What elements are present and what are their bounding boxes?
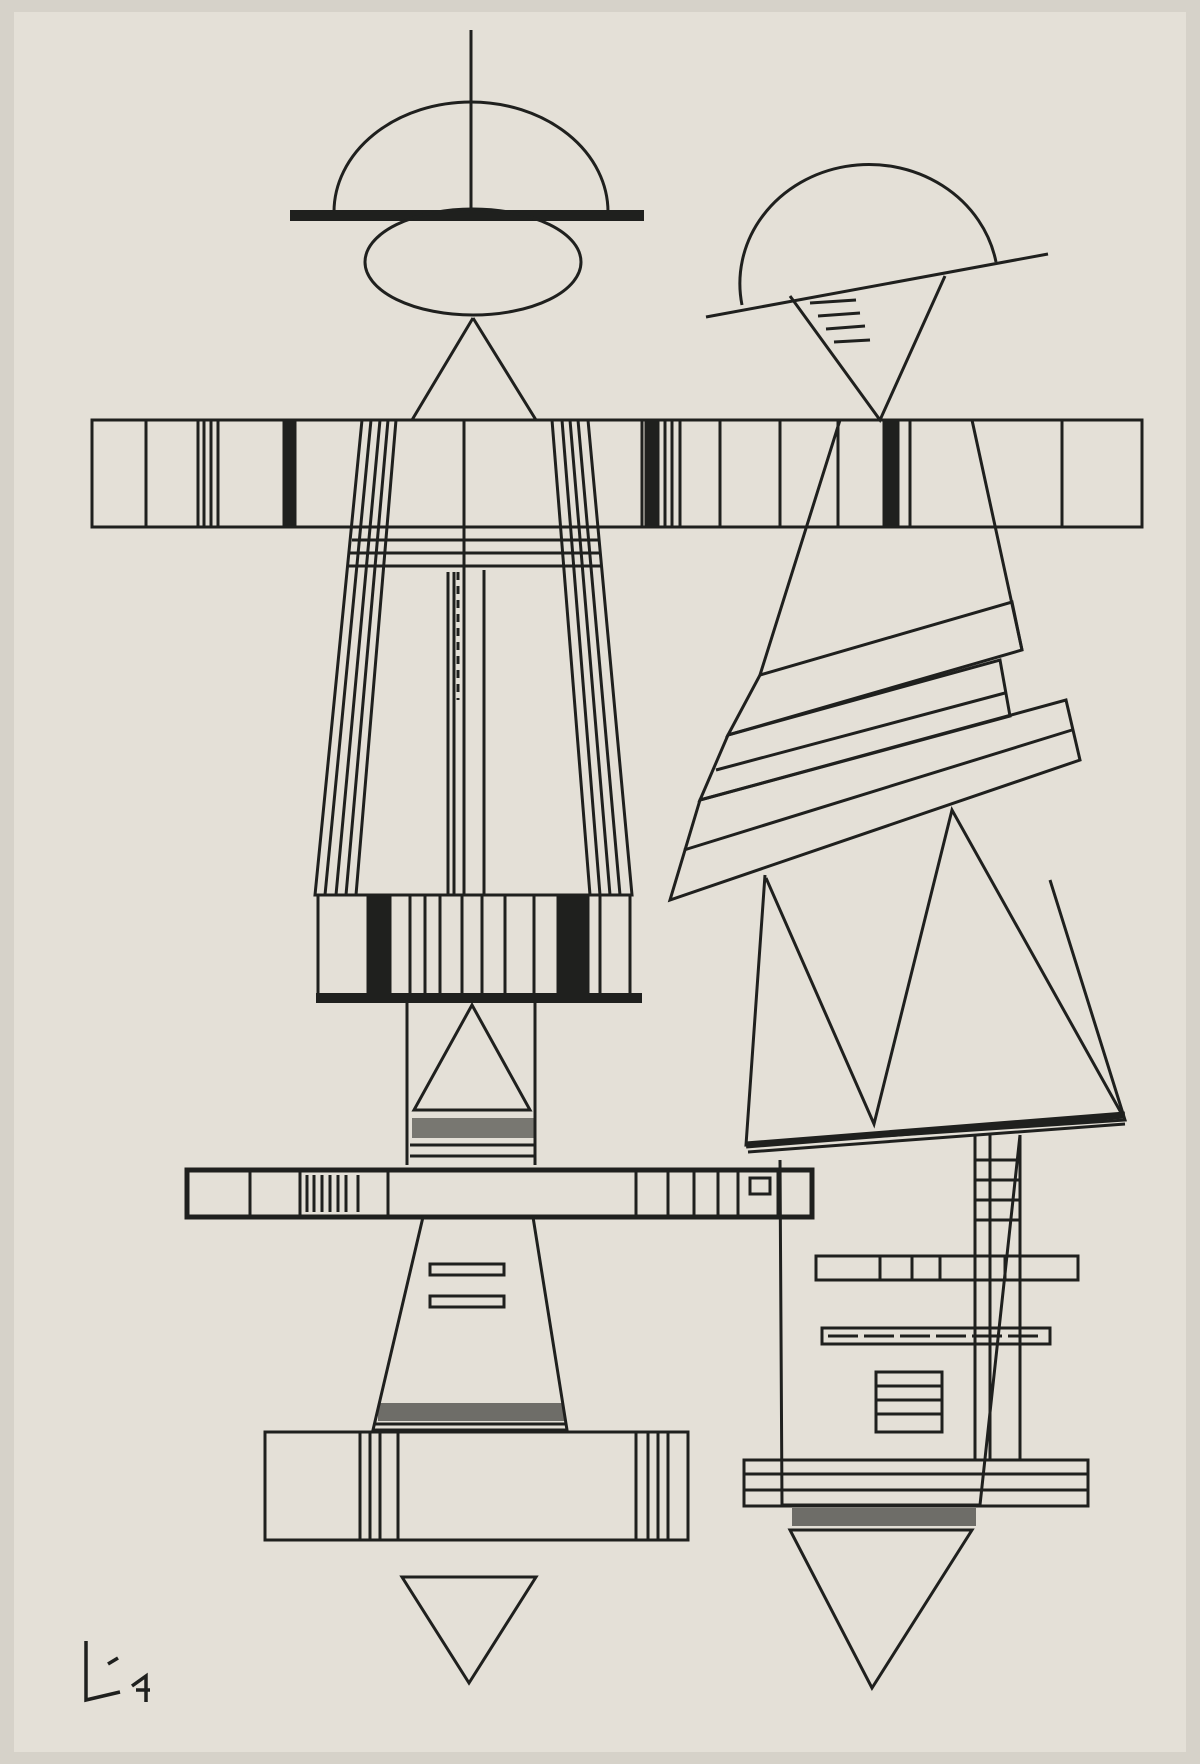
left-figure-body bbox=[313, 418, 642, 1003]
left-figure-head bbox=[290, 30, 644, 421]
ink-lines bbox=[84, 30, 1144, 1703]
left-figure-arm-band bbox=[90, 418, 1144, 529]
right-figure-head bbox=[705, 162, 1049, 423]
right-figure-lower-block bbox=[742, 1134, 1090, 1692]
artist-monogram bbox=[84, 1641, 150, 1703]
left-figure-neck bbox=[405, 1001, 537, 1165]
lower-horizontal-bar bbox=[184, 1167, 815, 1220]
left-figure-legs bbox=[263, 1216, 690, 1686]
right-figure-body bbox=[667, 419, 1128, 1154]
